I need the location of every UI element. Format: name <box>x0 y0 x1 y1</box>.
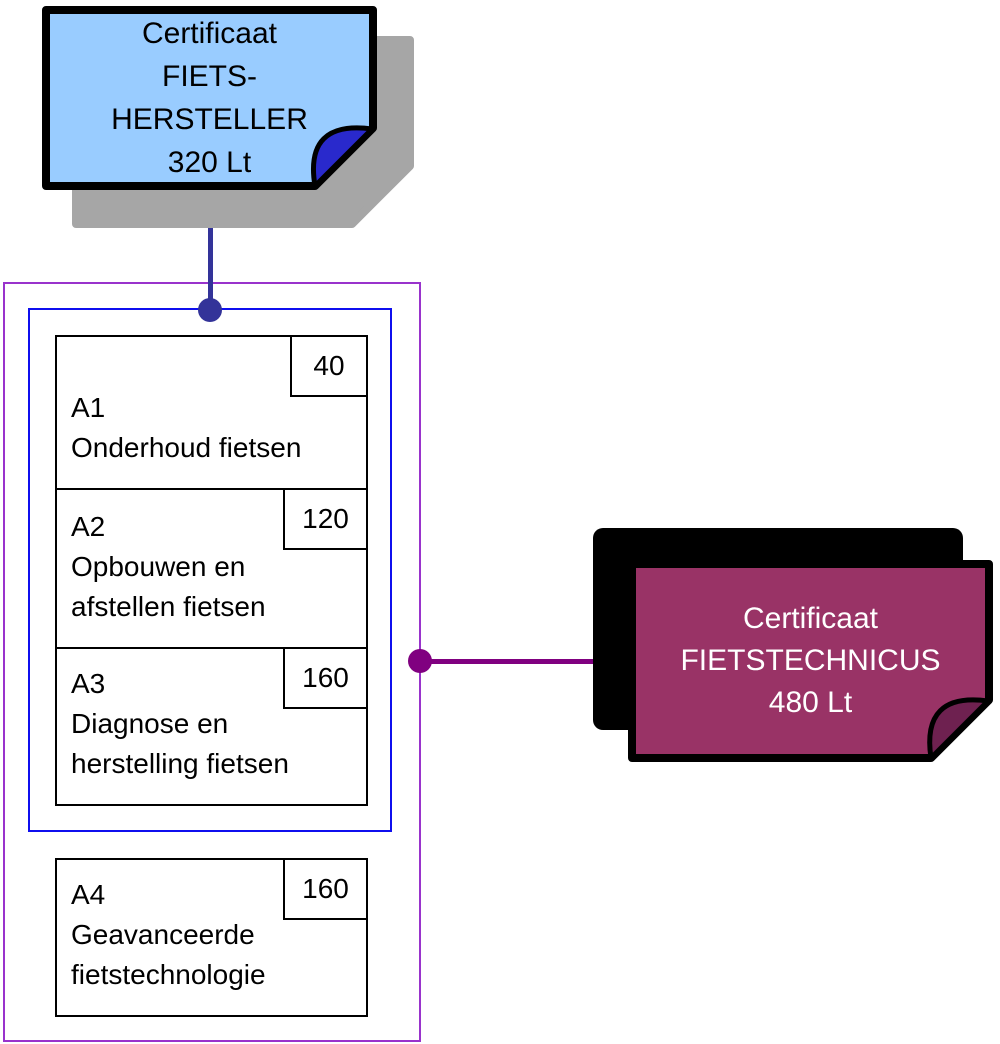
module-a4-hours-badge: 160 <box>283 858 368 920</box>
folded-corner-icon <box>311 125 375 189</box>
connector-right-line <box>420 659 632 664</box>
folded-corner-icon <box>927 697 991 761</box>
module-a3-hours: 160 <box>302 662 349 693</box>
connector-right-dot <box>408 649 432 673</box>
module-a1-title-line: Onderhoud fietsen <box>71 432 302 463</box>
certificate-fietstechnicus-shape <box>593 528 993 762</box>
module-a3-title-line: Diagnose en <box>71 708 229 739</box>
module-a1-hours: 40 <box>313 350 345 381</box>
module-a4: 160 A4 Geavanceerde fietstechnologie <box>55 858 368 1017</box>
module-a1-text: A1 Onderhoud fietsen <box>71 388 301 468</box>
module-a4-hours: 160 <box>302 873 349 904</box>
module-a1-code: A1 <box>71 392 106 423</box>
module-a2-title-line: Opbouwen en <box>71 551 246 582</box>
module-a4-title-line: Geavanceerde <box>71 919 255 950</box>
module-a2-hours: 120 <box>302 503 349 534</box>
connector-top-line <box>208 188 213 310</box>
module-a3-text: A3 Diagnose en herstelling fietsen <box>71 664 289 784</box>
module-a2-title-line: afstellen fietsen <box>71 591 266 622</box>
module-a3: 160 A3 Diagnose en herstelling fietsen <box>55 647 368 806</box>
module-a3-hours-badge: 160 <box>283 647 368 709</box>
module-a4-title-line: fietstechnologie <box>71 959 266 990</box>
module-a2-text: A2 Opbouwen en afstellen fietsen <box>71 507 266 627</box>
module-a3-title-line: herstelling fietsen <box>71 748 289 779</box>
module-a1: 40 A1 Onderhoud fietsen <box>55 335 368 490</box>
module-a4-text: A4 Geavanceerde fietstechnologie <box>71 875 266 995</box>
certificate-fietshersteller-shape <box>42 6 414 228</box>
module-a3-code: A3 <box>71 668 106 699</box>
module-a4-code: A4 <box>71 879 106 910</box>
module-a2-code: A2 <box>71 511 106 542</box>
connector-top-dot <box>198 298 222 322</box>
module-a1-hours-badge: 40 <box>290 335 368 397</box>
module-a2-hours-badge: 120 <box>283 488 368 550</box>
module-a2: 120 A2 Opbouwen en afstellen fietsen <box>55 488 368 649</box>
